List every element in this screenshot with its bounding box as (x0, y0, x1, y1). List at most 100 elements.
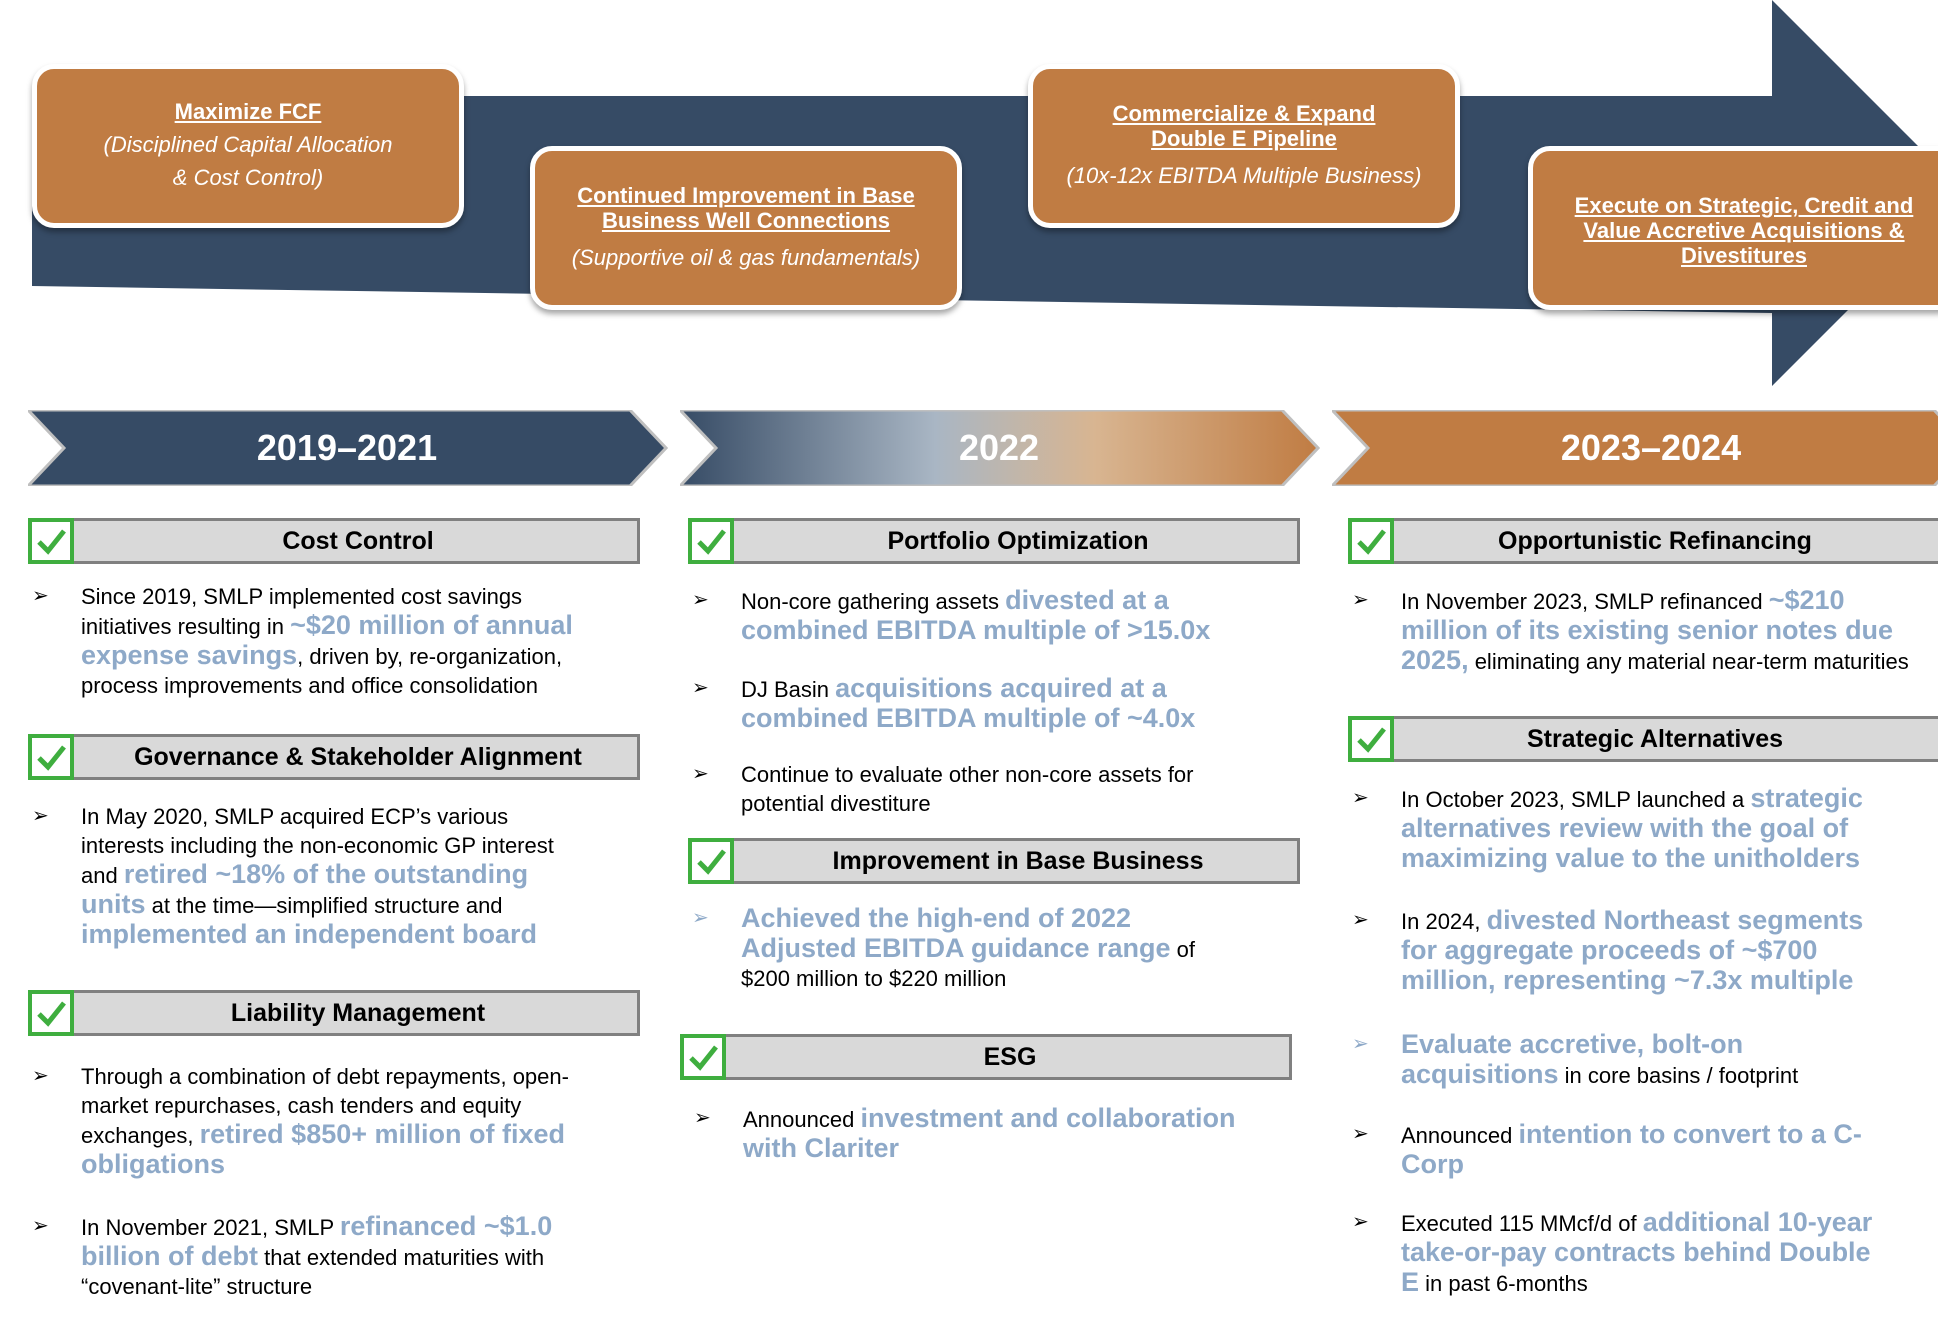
bullet-text-plain: Announced (743, 1107, 861, 1132)
section-title: Opportunistic Refinancing (1498, 527, 1812, 555)
bullet-text-plain: In 2024, (1401, 909, 1487, 934)
bullet-text: In 2024, divested Northeast segments for… (1401, 906, 1863, 996)
section-title: Improvement in Base Business (832, 847, 1204, 875)
bullet-text: Continue to evaluate other non-core asse… (741, 762, 1194, 816)
bullet-text-highlight: Evaluate accretive, bolt-on acquisitions (1401, 1029, 1744, 1089)
goal-title: Maximize FCF (174, 98, 322, 124)
section-title: Portfolio Optimization (887, 527, 1149, 555)
bullet-text-plain: In November 2023, SMLP refinanced (1401, 589, 1769, 614)
goal-title: Continued Improvement in Base Business W… (577, 182, 915, 233)
bullet-text-plain: Since 2019, SMLP implemented cost saving… (81, 584, 523, 639)
bullet-arrow-icon: ➢ (692, 589, 709, 611)
bullet-text-highlight: strategic alternatives review with the g… (1401, 783, 1863, 873)
bullet-text-plain: in core basins / footprint (1558, 1063, 1799, 1088)
bullet-text: Since 2019, SMLP implemented cost saving… (81, 582, 573, 700)
checkmark-icon (28, 518, 74, 564)
phase-chevron-shape (28, 410, 668, 486)
bullet-text-highlight: acquisitions acquired at a combined EBIT… (741, 673, 1196, 733)
phase-chevron-2022 (680, 410, 1320, 486)
checkmark-icon (688, 518, 734, 564)
section-header-esg (680, 1034, 1292, 1080)
bullet-text-plain: in past 6-months (1419, 1271, 1588, 1296)
goal-subtitle: (10x-12x EBITDA Multiple Business) (1066, 162, 1422, 188)
bullet-text: In November 2021, SMLP refinanced ~$1.0 … (81, 1212, 552, 1301)
bullet-arrow-icon: ➢ (1352, 589, 1369, 611)
bullet-text-highlight: divested at a combined EBITDA multiple o… (741, 585, 1211, 645)
bullet-text-plain: In November 2021, SMLP (81, 1215, 340, 1240)
goal-title: Commercialize & Expand Double E Pipeline (1112, 100, 1376, 151)
section-title: Governance & Stakeholder Alignment (134, 743, 582, 771)
bullet-text-highlight: intention to convert to a C- Corp (1401, 1119, 1862, 1179)
checkmark-icon (1348, 518, 1394, 564)
bullet-arrow-icon: ➢ (692, 677, 709, 699)
section-header-base-business (688, 838, 1300, 884)
checkmark-icon (28, 990, 74, 1036)
phase-chevron-shape (680, 410, 1320, 486)
bullet-arrow-icon: ➢ (32, 805, 49, 827)
bullet-text-plain: DJ Basin (741, 677, 836, 702)
section-title: Cost Control (282, 527, 434, 555)
checkmark-icon (1348, 716, 1394, 762)
bullet-text-highlight: ~$20 million of annual expense savings (81, 610, 573, 670)
bullet-text-plain: Non-core gathering assets (741, 589, 1006, 614)
bullet-text-highlight: ~$210 million of its existing senior not… (1401, 586, 1894, 675)
bullet-text: Announced intention to convert to a C- C… (1401, 1120, 1862, 1180)
phase-label-2022: 2022 (958, 427, 1040, 468)
goal-subtitle: (Supportive oil & gas fundamentals) (571, 244, 921, 270)
bullet-text-highlight: investment and collaboration with Clarit… (743, 1103, 1236, 1163)
bullet-text-plain: that extended maturities with “covenant-… (81, 1245, 545, 1299)
bullet-text-plain: of $200 million to $220 million (741, 937, 1196, 991)
bullet-text: Announced investment and collaboration w… (743, 1104, 1236, 1164)
bullet-text-plain: Executed 115 MMcf/d of (1401, 1211, 1643, 1236)
bullet-text: In May 2020, SMLP acquired ECP’s various… (81, 802, 554, 950)
timeline-arrow-shape (32, 0, 1938, 386)
checkmark-icon (28, 734, 74, 780)
bullet-text: Achieved the high-end of 2022 Adjusted E… (741, 904, 1195, 993)
bullet-text-plain: at the time—simplified structure and (151, 893, 503, 918)
bullet-arrow-icon: ➢ (32, 1215, 49, 1237)
checkmark-icon (688, 838, 734, 884)
bullet-arrow-icon: ➢ (692, 763, 709, 785)
phase-label-2019-2021: 2019–2021 (256, 427, 438, 468)
bullet-text-highlight: retired ~18% of the outstanding units (81, 859, 529, 919)
bullet-text-highlight: retired $850+ million of fixed obligatio… (81, 1119, 566, 1179)
bullet-arrow-icon: ➢ (692, 907, 709, 929)
bullet-item: ➢ In November 2023, SMLP refinanced ~$21… (1352, 586, 1938, 690)
phase-chevron-2023-2024 (1332, 410, 1938, 486)
bullet-text-plain: In October 2023, SMLP launched a (1401, 787, 1751, 812)
phase-chevron-shape (1332, 410, 1938, 486)
bullet-text-highlight: refinanced ~$1.0 billion of debt (81, 1211, 553, 1271)
goal-box-double-e: Commercialize & Expand Double E Pipeline… (1028, 64, 1460, 228)
goal-box-base-business: Continued Improvement in Base Business W… (530, 146, 962, 310)
timeline-arrow (32, 0, 1938, 386)
bullet-arrow-icon: ➢ (32, 585, 49, 607)
bullet-arrow-icon: ➢ (1352, 1123, 1369, 1145)
section-header-portfolio (688, 518, 1300, 564)
bullet-arrow-icon: ➢ (1352, 909, 1369, 931)
bullet-text-highlight: divested Northeast segments for aggregat… (1401, 905, 1864, 995)
bullet-text: Non-core gathering assets divested at a … (741, 586, 1210, 646)
goal-subtitle: (Disciplined Capital Allocation & Cost C… (103, 131, 393, 190)
section-title: ESG (983, 1043, 1037, 1071)
section-title: Strategic Alternatives (1526, 725, 1784, 753)
bullet-text: Executed 115 MMcf/d of additional 10-yea… (1401, 1208, 1872, 1298)
goal-box-acquisitions: Execute on Strategic, Credit and Value A… (1528, 146, 1938, 310)
bullet-text-highlight: implemented an independent board (81, 919, 538, 949)
phase-chevron-2019-2021 (28, 410, 668, 486)
bullet-arrow-icon: ➢ (1352, 787, 1369, 809)
bullet-arrow-icon: ➢ (1352, 1033, 1369, 1055)
bullet-text-highlight: additional 10-year take-or-pay contracts… (1401, 1207, 1873, 1297)
bullet-text-plain: eliminating any material near-term matur… (1468, 649, 1909, 674)
section-header-strategic-alternatives (1348, 716, 1938, 762)
bullet-arrow-icon: ➢ (1352, 1211, 1369, 1233)
section-header-refinancing (1348, 518, 1938, 564)
bullet-text-plain: , driven by, re-organization, process im… (81, 644, 563, 698)
section-header-cost-control (28, 518, 640, 564)
goal-box-maximize-fcf: Maximize FCF (Disciplined Capital Alloca… (32, 64, 464, 228)
bullet-text-plain: In May 2020, SMLP acquired ECP’s various… (81, 804, 554, 888)
phase-label-2023-2024: 2023–2024 (1560, 427, 1742, 468)
bullet-text: DJ Basin acquisitions acquired at a comb… (741, 674, 1195, 734)
section-title: Liability Management (230, 999, 486, 1027)
bullet-text: Evaluate accretive, bolt-on acquisitions… (1401, 1030, 1798, 1090)
bullet-text-plain: Announced (1401, 1123, 1519, 1148)
